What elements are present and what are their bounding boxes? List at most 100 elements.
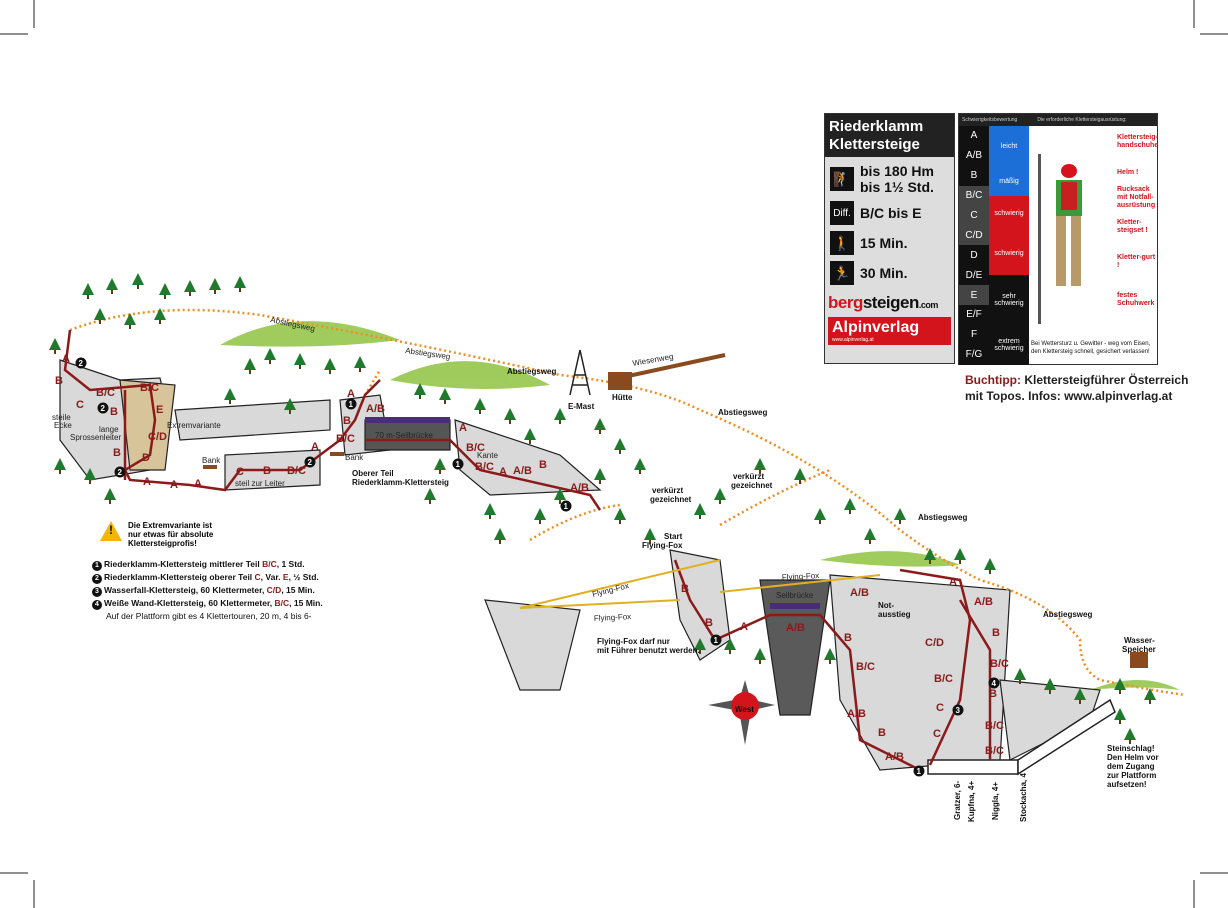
tree-icon bbox=[124, 313, 136, 325]
tree-icon bbox=[354, 356, 366, 368]
grade-label: A bbox=[459, 422, 467, 434]
bank-icon bbox=[203, 465, 217, 469]
tree-trunk bbox=[619, 520, 621, 524]
map-label-wasser2: Speicher bbox=[1122, 645, 1156, 654]
legend-text: C bbox=[254, 572, 261, 582]
map-label-stein3: dem Zugang bbox=[1107, 762, 1155, 771]
rock-formations bbox=[59, 359, 1101, 771]
tree-icon bbox=[424, 488, 436, 500]
route-number: 1 bbox=[456, 460, 461, 469]
grade-label: A bbox=[311, 441, 319, 453]
tree-trunk bbox=[819, 520, 821, 524]
tree-icon bbox=[474, 398, 486, 410]
route-name-niggla: Niggla, 4+ bbox=[991, 782, 1000, 820]
tree-icon bbox=[1144, 688, 1156, 700]
grade-label: A bbox=[949, 576, 957, 588]
map-label-start1: Start bbox=[664, 532, 683, 541]
grade-label: D bbox=[142, 452, 150, 464]
tree-icon bbox=[324, 358, 336, 370]
title-line: Riederklamm bbox=[829, 118, 924, 135]
tree-icon bbox=[1074, 688, 1086, 700]
tree-icon bbox=[644, 528, 656, 540]
grade-label: B bbox=[844, 632, 852, 644]
map-label-ff3: Flying-Fox bbox=[782, 571, 820, 582]
tree-icon bbox=[1124, 728, 1136, 740]
route-number-marker bbox=[988, 677, 1000, 689]
route-number-marker bbox=[710, 634, 722, 646]
tree-trunk bbox=[759, 470, 761, 474]
route-number-marker bbox=[75, 357, 87, 369]
grade-label: B/C bbox=[466, 442, 485, 454]
tree-trunk bbox=[239, 288, 241, 292]
map-label-emast: E-Mast bbox=[568, 402, 595, 411]
map-label-abstieg6: Abstiegsweg bbox=[1043, 610, 1092, 619]
tree-icon bbox=[84, 468, 96, 480]
map-label-seilbr70: 70 m-Seilbrücke bbox=[375, 431, 433, 440]
route-number: 1 bbox=[92, 561, 102, 571]
tree-trunk bbox=[159, 320, 161, 324]
map-label-abstieg2: Abstiegsweg bbox=[405, 346, 451, 361]
map-label-stein4: zur Plattform bbox=[1107, 771, 1156, 780]
book-text: Klettersteigführer Österreich bbox=[1024, 373, 1189, 387]
grade-label: A bbox=[347, 388, 355, 400]
grade-label: B bbox=[113, 447, 121, 459]
route-number-marker bbox=[345, 398, 357, 410]
grade-label: B bbox=[110, 406, 118, 418]
map-label-verk1b: gezeichnet bbox=[650, 495, 692, 504]
difficulty-band: leicht bbox=[989, 126, 1029, 166]
tree-icon bbox=[159, 283, 171, 295]
tree-icon bbox=[434, 458, 446, 470]
map-label-extrem: Extremvariante bbox=[167, 421, 221, 430]
difficulty-band: mäßig bbox=[989, 166, 1029, 196]
tree-icon bbox=[184, 280, 196, 292]
bank-icon bbox=[330, 452, 344, 456]
grade-label: B bbox=[263, 465, 271, 477]
tree-trunk bbox=[444, 400, 446, 404]
tree-icon bbox=[594, 468, 606, 480]
tree-trunk bbox=[109, 500, 111, 504]
map-label-west: West bbox=[735, 705, 754, 714]
route-number: 2 bbox=[308, 458, 313, 467]
map-label-abstieg4: Abstiegsweg bbox=[718, 408, 767, 417]
tree-icon bbox=[714, 488, 726, 500]
grade-label: C bbox=[936, 702, 944, 714]
tree-trunk bbox=[899, 520, 901, 524]
weather-note: Bei Wettersturz u. Gewitter - weg vom Ei… bbox=[1031, 341, 1151, 355]
tree-trunk bbox=[849, 510, 851, 514]
grade-label: C bbox=[236, 466, 244, 478]
height-gain: bis 180 Hm bbox=[860, 163, 934, 179]
platform bbox=[927, 698, 1116, 776]
book-label: Buchtipp: bbox=[965, 373, 1021, 387]
tree-trunk bbox=[959, 560, 961, 564]
tree-icon bbox=[694, 638, 706, 650]
tree-icon bbox=[694, 503, 706, 515]
legend-text: C/D bbox=[266, 585, 282, 595]
grade-label: C/D bbox=[148, 431, 167, 443]
warning-line: Klettersteigprofis! bbox=[128, 539, 197, 548]
tree-trunk bbox=[164, 295, 166, 299]
map-label-stein5: aufsetzen! bbox=[1107, 780, 1147, 789]
tree-trunk bbox=[489, 515, 491, 519]
tree-icon bbox=[104, 488, 116, 500]
scale-grade: D/E bbox=[959, 265, 989, 286]
difficulty-band: extrem schwierig bbox=[989, 325, 1029, 365]
tree-trunk bbox=[89, 480, 91, 484]
grade-label: B/C bbox=[475, 461, 494, 473]
grade-label: A/B bbox=[850, 587, 869, 599]
tree-icon bbox=[224, 388, 236, 400]
grade-label: B/C bbox=[96, 387, 115, 399]
diff-icon: Diff. bbox=[830, 201, 854, 225]
scale-grade: B/C bbox=[959, 185, 989, 206]
scale-grade: F/G bbox=[959, 344, 989, 365]
map-label-not1: Not- bbox=[878, 601, 894, 610]
tree-trunk bbox=[289, 410, 291, 414]
tree-trunk bbox=[111, 290, 113, 294]
grade-label: C bbox=[76, 399, 84, 411]
map-label-ff2: Flying-Fox bbox=[594, 612, 632, 623]
